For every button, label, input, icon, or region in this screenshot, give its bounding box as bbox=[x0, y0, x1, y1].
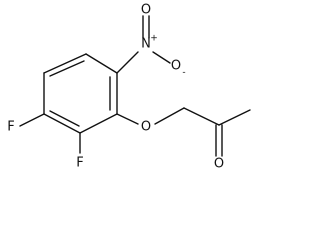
nitrogen-charge: + bbox=[150, 34, 158, 44]
atom-labels: N + O O - O O F F bbox=[7, 3, 224, 172]
structure-svg: N + O O - O O F F bbox=[7, 3, 251, 172]
molecule-diagram: N + O O - O O F F bbox=[7, 3, 251, 172]
bond-ring-to-upper-f bbox=[19, 113, 45, 127]
bond-ring-to-ether-o bbox=[116, 113, 139, 125]
substituent-bonds bbox=[19, 15, 251, 157]
ring-bond-6 bbox=[85, 53, 118, 74]
bond-ring-to-nitrogen bbox=[116, 51, 139, 74]
nitro-oxygen-right-charge: - bbox=[182, 68, 185, 78]
fluorine-lower-label: F bbox=[76, 156, 83, 171]
ring-bond-1-inner bbox=[49, 60, 85, 77]
bond-n-o-right bbox=[152, 51, 171, 64]
nitrogen-label: N bbox=[141, 37, 151, 52]
bond-carbonyl-to-methyl bbox=[218, 109, 251, 126]
bond-ether-o-to-ch2 bbox=[154, 107, 185, 125]
fluorine-upper-label: F bbox=[7, 120, 14, 135]
bond-ch2-to-carbonyl bbox=[183, 107, 220, 126]
ring-bond-1 bbox=[43, 53, 87, 74]
ether-oxygen-label: O bbox=[141, 120, 151, 135]
ring-bond-4 bbox=[79, 113, 118, 134]
nitro-oxygen-right-label: O bbox=[171, 59, 181, 74]
ring-bond-3-inner bbox=[49, 110, 80, 127]
nitro-oxygen-top-label: O bbox=[141, 3, 151, 18]
carbonyl-oxygen-label: O bbox=[214, 157, 224, 172]
ring-bond-3 bbox=[43, 113, 81, 134]
benzene-ring bbox=[43, 53, 118, 134]
